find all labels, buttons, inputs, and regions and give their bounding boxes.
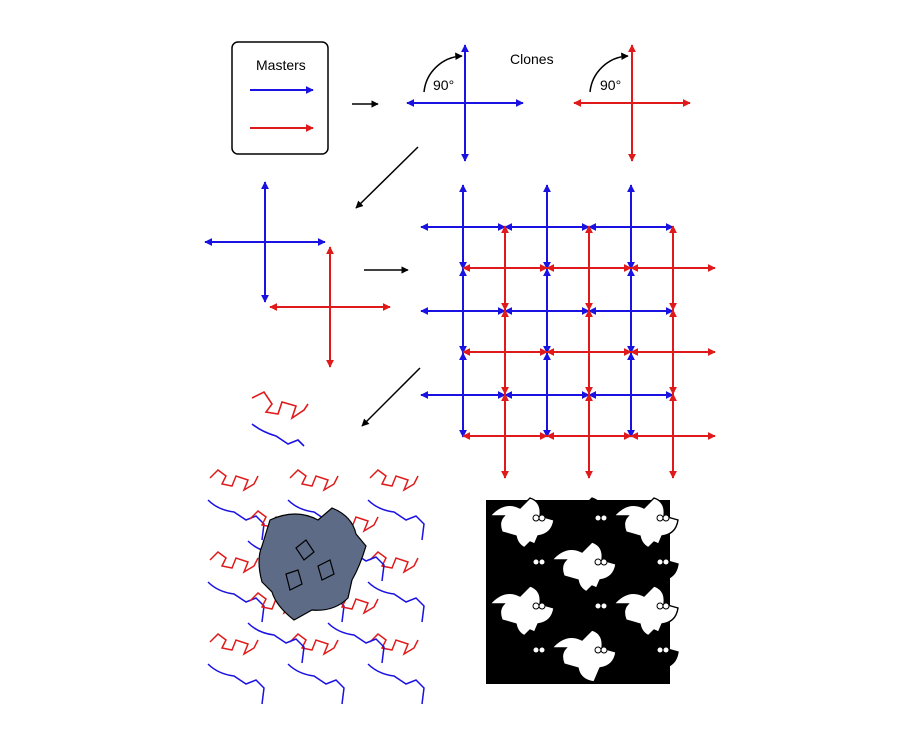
arrow-cross [420,352,506,438]
arrow-cross [546,393,632,479]
highlighted-tile-detail [285,539,335,591]
lizard-tile-icon [612,541,679,595]
arrow-cross [588,268,674,354]
arrow-cross [204,181,326,303]
tile-motif [207,469,265,541]
arrow-cross [630,309,716,395]
arrow-cross [573,44,691,162]
step-arrow-2 [355,146,419,209]
arrow-cross [546,309,632,395]
arrow-cross [504,352,590,438]
lizard-tile-icon [612,629,679,683]
tile-motif [367,551,425,623]
arrow-cross [504,184,590,270]
tile-motif [207,551,265,623]
tile-motif [367,633,425,705]
rotation-arc-icon [589,52,629,93]
cross-grid [420,184,716,479]
tile-motif [287,633,345,705]
lizard-tile-icon [488,541,555,595]
arrow-cross [420,268,506,354]
highlighted-tile [258,507,367,621]
red-clone-cross [573,44,691,162]
lizard-tile-icon [550,629,617,683]
arrow-cross [630,393,716,479]
arrow-cross [420,184,506,270]
lizard-tile-icon [612,585,679,639]
arrow-cross [588,184,674,270]
rotation-arc-icon [423,52,463,93]
lizard-tile-icon [488,585,555,639]
blue-clone-cross [406,44,524,162]
arrow-cross [504,268,590,354]
arrow-cross [462,309,548,395]
angle-label: 90° [433,77,454,93]
arrow-cross [462,225,548,311]
arrow-cross [269,246,391,368]
lizard-tile-icon [550,585,617,639]
masters-box: Masters [231,41,329,155]
arrow-cross [406,44,524,162]
step-arrow-4 [361,367,421,427]
tile-motif [207,633,265,705]
lizard-tile-icon [488,497,555,551]
arrow-cross [588,352,674,438]
angle-label: 90° [600,77,621,93]
cross-pair [204,181,391,368]
clones-label: Clones [510,51,554,67]
tile-motif [367,469,425,541]
lizard-tile-icon [488,629,555,683]
lizard-tile-icon [550,541,617,595]
arrow-cross [462,393,548,479]
arrow-cross [630,225,716,311]
masters-label: Masters [256,57,306,73]
lizard-pattern [486,497,679,684]
lizard-tile-icon [612,497,679,551]
lizard-tile-icon [550,497,617,551]
tile-outline-sample [251,390,309,447]
arrow-cross [546,225,632,311]
